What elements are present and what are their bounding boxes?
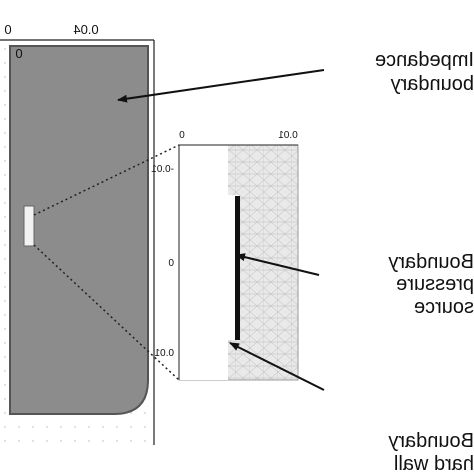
inset-y-tick-label: 0 [168,258,174,269]
inset-y-tick-label: -0.01 [151,164,174,175]
pressure-label: Boundary pressure source [388,251,474,318]
corner-label: 0 [15,46,22,61]
pressure-arrow [235,253,320,276]
computational-domain [9,45,149,415]
hardwall-arrow [229,342,325,391]
source-bar [235,196,240,340]
inset-connector-bottom [33,244,180,381]
svg-text:source: source [414,296,474,318]
inset-plot: 0 0.01 -0.01 0 0.01 [151,130,299,381]
svg-text:pressure: pressure [396,273,474,295]
svg-text:hard wall: hard wall [394,453,474,474]
svg-text:Impedance: Impedance [375,49,474,71]
inset-connector-top [33,144,180,216]
svg-text:Boundary: Boundary [388,251,474,273]
inset-x-tick-label: 0 [179,130,185,141]
hardwall-label: Boundary hard wall [388,430,474,474]
impedance-label: Impedance boundary [375,49,474,95]
impedance-arrow [117,69,325,103]
main-x-tick-label: 0.04 [73,22,98,37]
svg-text:boundary: boundary [391,73,474,95]
source-notch [23,205,35,247]
main-x-tick-label: 0 [4,22,11,37]
main-plot: 00.04 0.10.080.060.040.0200.020.040.060.… [0,22,155,445]
inset-y-tick-label: 0.01 [154,348,174,359]
inset-x-tick-label: 0.01 [278,130,298,141]
svg-text:Boundary: Boundary [388,430,474,452]
inset-cavity [179,145,239,380]
